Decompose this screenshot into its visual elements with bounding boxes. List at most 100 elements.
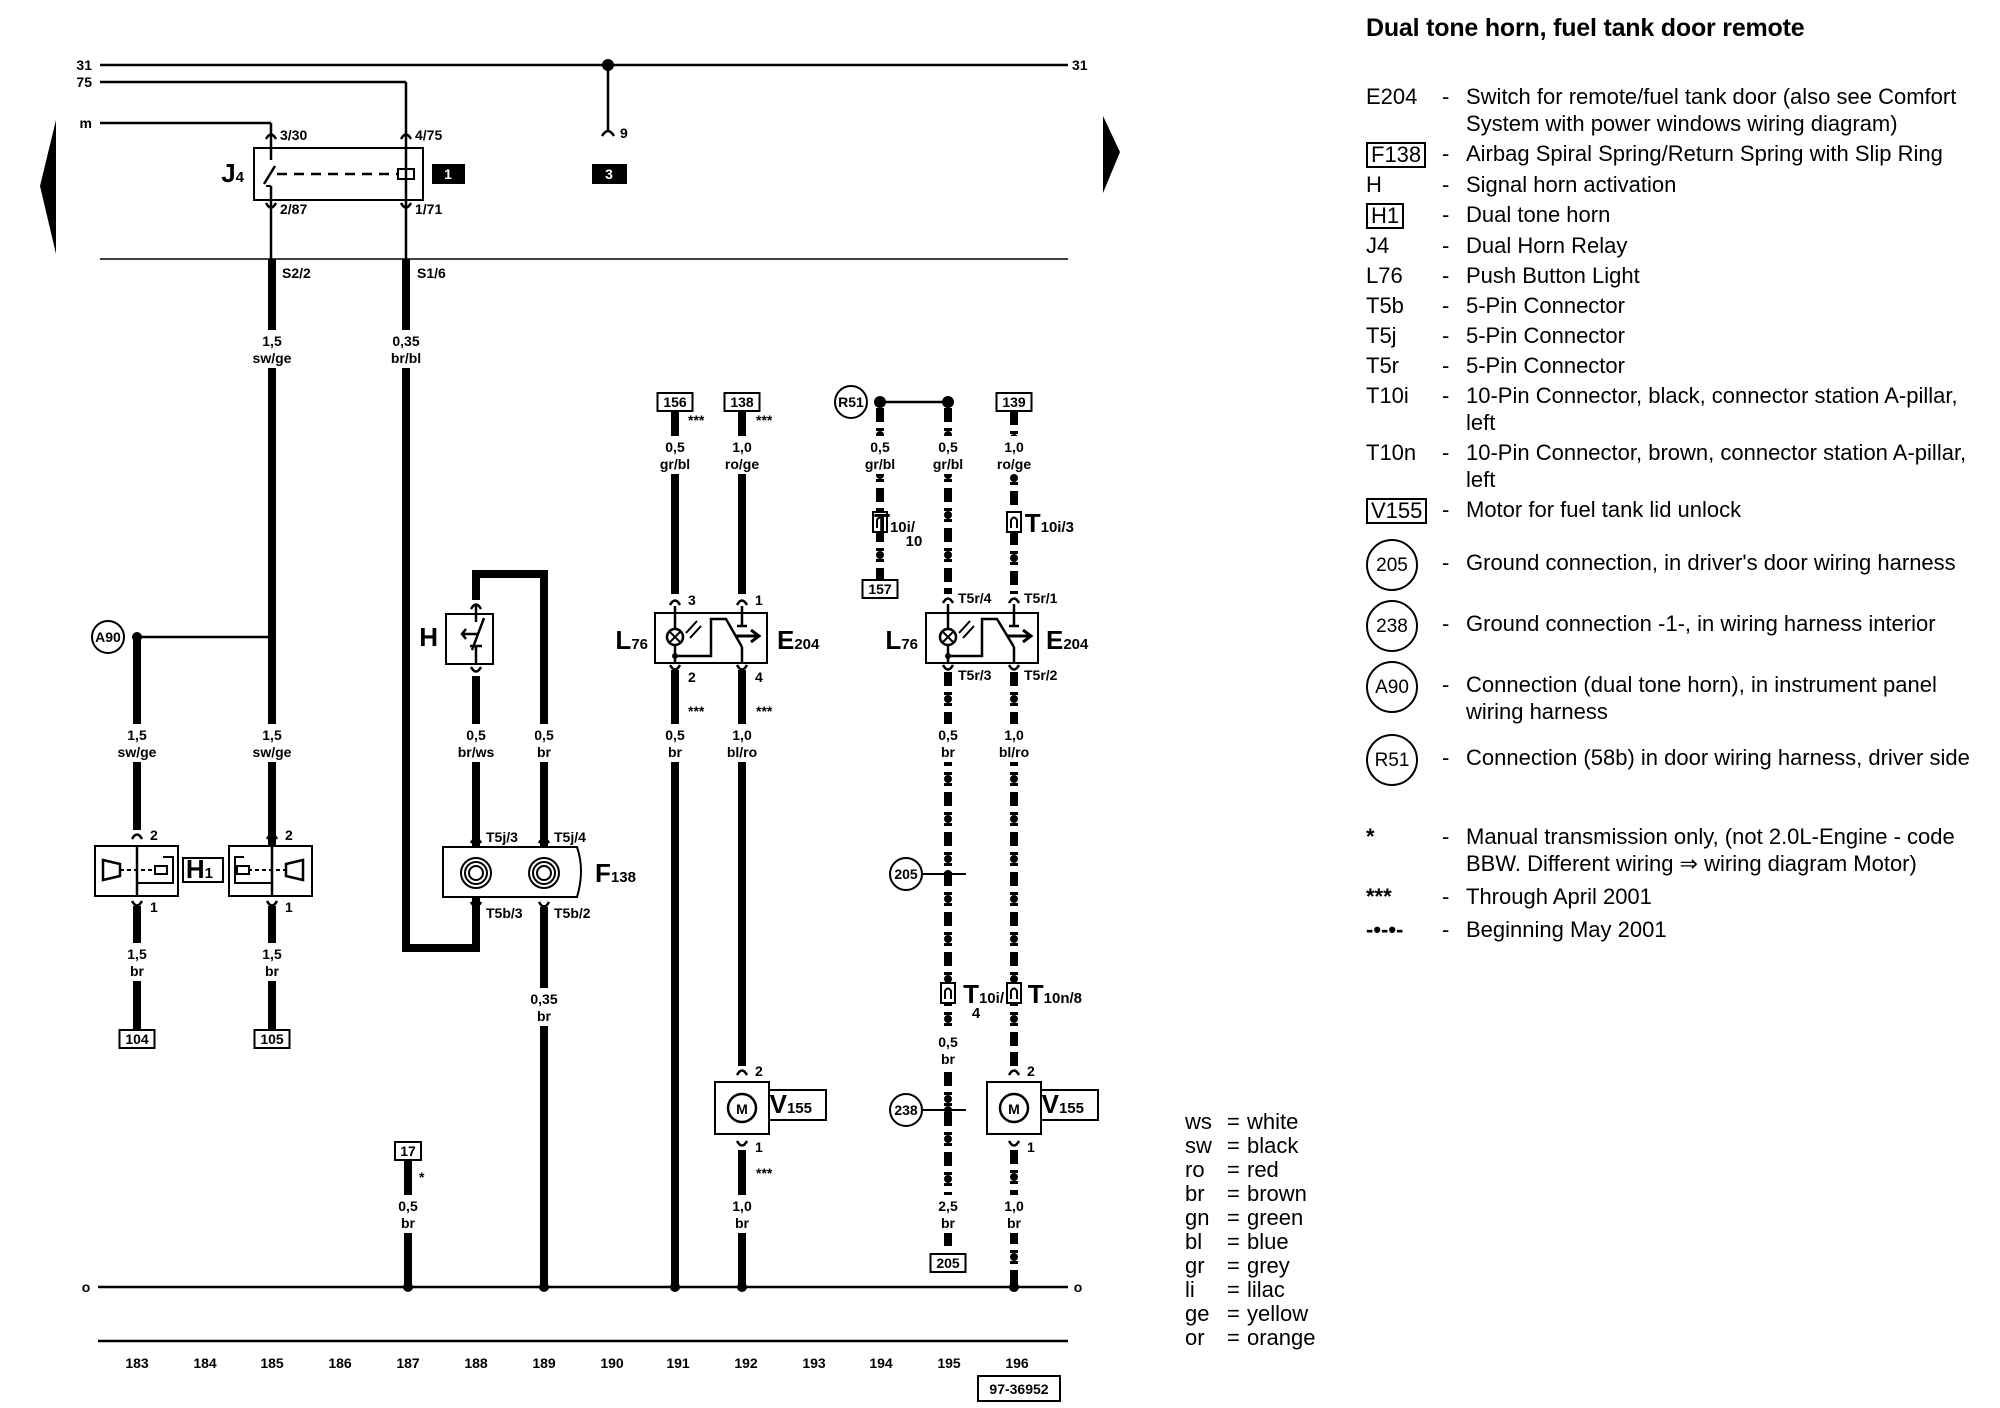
wire-188-label-color: br/ws: [458, 744, 495, 760]
legend-code-text: A90: [1366, 661, 1418, 713]
ground-238-label: 238: [894, 1102, 918, 1118]
pin-arrow-icon: [469, 666, 483, 673]
wire-dot: [1010, 474, 1018, 482]
legend-item: H1-Dual tone horn: [1366, 201, 1986, 229]
legend-code: H: [1366, 171, 1442, 198]
pin-arrow-icon: [130, 900, 144, 907]
equals-sign: =: [1227, 1181, 1240, 1206]
color-name: green: [1247, 1205, 1304, 1230]
wire-dot: [944, 895, 952, 903]
wire-191-mid-label-color: br: [668, 744, 683, 760]
arrow-left-icon[interactable]: [40, 120, 56, 254]
motor-V155-label-box: [768, 1089, 827, 1121]
pin-arrow-icon: [399, 133, 413, 140]
wire-dot: [1010, 1015, 1018, 1023]
wire-185-bottom-label-color: br: [265, 963, 280, 979]
switch-E204-box: [654, 612, 768, 664]
color-code: or: [1185, 1325, 1205, 1350]
junction-dot: [874, 396, 886, 408]
pin-arrow-icon: [265, 900, 279, 907]
label-gap: [246, 943, 298, 981]
equals-sign: =: [1227, 1109, 1240, 1134]
legend-code-text: *: [1366, 824, 1375, 849]
reference-box-205-label: 205: [936, 1255, 960, 1271]
color-code-item: li=lilac: [1185, 1278, 1316, 1302]
legend-dash: -: [1442, 263, 1450, 288]
column-number: 189: [532, 1355, 556, 1371]
motor-V155-label: V155: [1042, 1089, 1084, 1119]
legend-code: -•-•-: [1366, 916, 1442, 943]
wire-185-mid-label-size: 1,5: [262, 727, 282, 743]
wire-192-bottom-label-color: br: [735, 1215, 750, 1231]
switch-E204-label: E204: [1046, 625, 1089, 655]
pin-label-4-75: 4/75: [415, 127, 442, 143]
motor-icon-label: M: [736, 1101, 748, 1117]
column-number: 183: [125, 1355, 149, 1371]
legend-list: E204-Switch for remote/fuel tank door (a…: [1366, 83, 1986, 943]
motor-icon-label: M: [1008, 1101, 1020, 1117]
switch-E204-box: [925, 612, 1039, 664]
legend-description: Ground connection, in driver's door wiri…: [1466, 550, 1956, 575]
legend-item: T10n-10-Pin Connector, brown, connector …: [1366, 439, 1986, 493]
column-number: 188: [464, 1355, 488, 1371]
color-code-item: or=orange: [1185, 1326, 1316, 1350]
wire-dot: [944, 855, 952, 863]
wire-dot: [1010, 935, 1018, 943]
legend-dash: -: [1442, 202, 1450, 227]
wire-189-label-size: 0,5: [534, 727, 554, 743]
spacer: [1366, 805, 1986, 823]
arrow-right-icon[interactable]: [1103, 116, 1120, 193]
wire-dot: [1010, 855, 1018, 863]
legend-item: R51-Connection (58b) in door wiring harn…: [1366, 734, 1986, 786]
pin-label-1-71: 1/71: [415, 201, 442, 217]
legend-description: Push Button Light: [1466, 263, 1640, 288]
wire-dot: [1010, 1173, 1018, 1181]
pin-arrow-icon: [1007, 1069, 1021, 1076]
legend-code-text: V155: [1366, 498, 1428, 524]
legend-dash: -: [1442, 672, 1450, 697]
reference-box-105: [253, 1029, 291, 1049]
connector-T10i-10-sub: 10: [906, 533, 923, 550]
bus-label-m: m: [80, 115, 92, 131]
label-gap: [716, 436, 768, 474]
legend-code-text: F138: [1366, 142, 1427, 168]
legend-description: Beginning May 2001: [1466, 917, 1667, 942]
pin-arrow-icon: [735, 1069, 749, 1076]
legend-code: R51: [1366, 734, 1442, 786]
wire-dot: [944, 975, 952, 983]
pin-label-T5j-4: T5j/4: [554, 829, 586, 845]
pin-arrow-icon: [469, 837, 483, 844]
color-code: ws: [1185, 1109, 1212, 1134]
color-name: blue: [1247, 1229, 1289, 1254]
motor-V155-label: V155: [770, 1089, 812, 1119]
legend-item: H-Signal horn activation: [1366, 171, 1986, 198]
legend-item: *-Manual transmission only, (not 2.0L-En…: [1366, 823, 1986, 877]
pin-label-1: 1: [1027, 1139, 1035, 1155]
column-number: 190: [600, 1355, 624, 1371]
equals-sign: =: [1227, 1157, 1240, 1182]
legend-code: *: [1366, 823, 1442, 877]
wire-dot: [876, 551, 884, 559]
wire-183-mid-label-size: 1,5: [127, 727, 147, 743]
legend-description: Manual transmission only, (not 2.0L-Engi…: [1466, 824, 1955, 876]
equals-sign: =: [1227, 1325, 1240, 1350]
legend-item: T5b-5-Pin Connector: [1366, 292, 1986, 319]
color-code-item: ro=red: [1185, 1158, 1316, 1182]
reference-box-205: [929, 1253, 967, 1273]
legend-code: T5j: [1366, 322, 1442, 349]
label-gap: [380, 330, 432, 368]
wire-191-top-label-color: gr/bl: [660, 456, 690, 472]
legend-description: Dual tone horn: [1466, 202, 1611, 227]
ground-205-label: 205: [894, 866, 918, 882]
spiral-spring-icon: [528, 857, 560, 889]
legend-item: T5j-5-Pin Connector: [1366, 322, 1986, 349]
legend-dash: -: [1442, 611, 1450, 636]
wire-194-top-label-color: gr/bl: [865, 456, 895, 472]
column-number: 193: [802, 1355, 826, 1371]
wire-dot: [1010, 895, 1018, 903]
color-code: bl: [1185, 1229, 1203, 1254]
motor-icon: [998, 1092, 1030, 1124]
spacer: [1366, 527, 1986, 549]
wire-183-mid-label-color: sw/ge: [118, 744, 157, 760]
